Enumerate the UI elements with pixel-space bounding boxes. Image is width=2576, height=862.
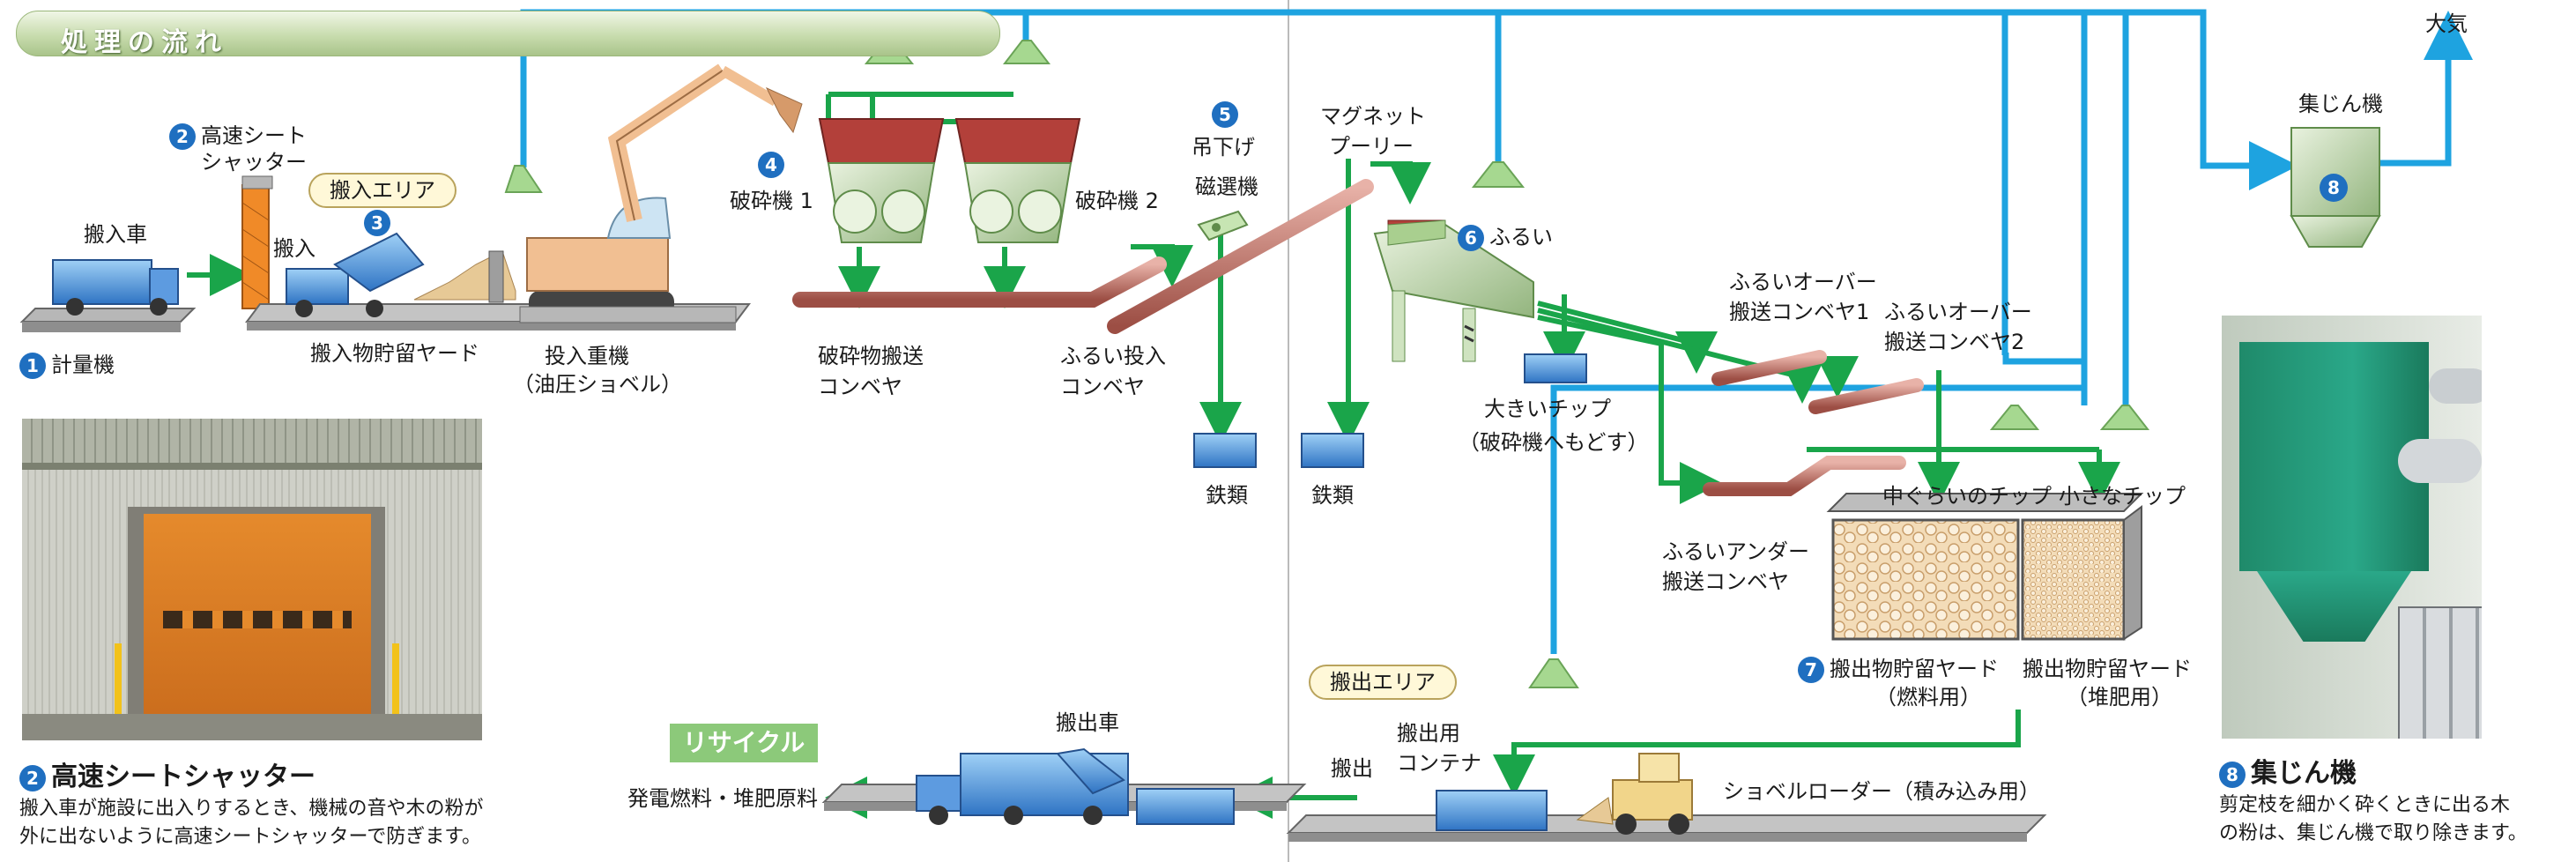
- photo-filter-inset: [2398, 606, 2482, 739]
- conveyors: [792, 179, 1924, 496]
- label-intake-num: 3: [364, 210, 396, 236]
- crusher-2: [954, 118, 1081, 243]
- label-big-chip: 大きいチップ: [1484, 397, 1611, 421]
- weighbridge: [19, 308, 197, 332]
- label-iron-2: 鉄類: [1311, 483, 1354, 508]
- hood-6: [2099, 405, 2150, 430]
- storage-yards: [1826, 493, 2144, 641]
- shutter: [241, 175, 273, 309]
- shutter-photo: [22, 419, 482, 740]
- label-crushed-conveyor: 破砕物搬送: [818, 344, 924, 368]
- label-magnet-pulley: マグネット: [1320, 104, 1426, 129]
- step-number: 1: [19, 353, 46, 379]
- hood-1: [504, 165, 543, 193]
- crusher-1: [818, 118, 945, 243]
- label-magnet: 吊下げ: [1191, 135, 1255, 160]
- label-over-conveyor-1: ふるいオーバー: [1729, 270, 1877, 294]
- bin-big-chip: [1524, 353, 1587, 383]
- dump-truck: [286, 232, 425, 317]
- hood-7: [1528, 658, 1579, 688]
- label-over-conveyor-2: ふるいオーバー: [1884, 300, 2032, 324]
- label-magnet-2: 磁選機: [1195, 175, 1258, 199]
- magnet-separator: [1197, 210, 1249, 242]
- bins: [1193, 353, 1587, 468]
- label-screen-conveyor-2: コンベヤ: [1060, 375, 1145, 399]
- label-truck-out: 搬出車: [1056, 710, 1119, 735]
- label-out-yard-fuel-2: （燃料用）: [1875, 685, 1981, 710]
- dust-collector: 8: [2290, 127, 2381, 248]
- label-crushed-conveyor-2: コンベヤ: [818, 375, 902, 399]
- label-intake-yard: 搬入物貯留ヤード: [310, 341, 479, 366]
- label-excavator: 投入重機: [545, 344, 629, 368]
- crusher-floor: [519, 306, 737, 323]
- dust-hoods: [504, 40, 2150, 688]
- label-container-2: コンテナ: [1397, 751, 1481, 776]
- hood-3: [1002, 40, 1051, 64]
- dust-collector-photo: [2222, 316, 2482, 739]
- label-products: 発電燃料・堆肥原料: [627, 786, 818, 811]
- intake-area-label: 搬入エリア: [308, 173, 457, 208]
- label-over-conveyor-2b: 搬送コンベヤ2: [1884, 330, 2025, 354]
- label-big-chip-2: （破砕機へもどす）: [1459, 430, 1649, 455]
- bin-iron-1: [1193, 433, 1257, 468]
- label-out-yard-compost: 搬出物貯留ヤード: [2023, 657, 2192, 681]
- yard-fuel: [1831, 518, 2020, 641]
- truck-out: [916, 747, 1235, 825]
- label-dust-collector: 集じん機: [2298, 92, 2383, 116]
- header-bar: 処理の流れ: [16, 11, 1000, 58]
- outbound-container: [1436, 790, 1548, 831]
- photo-roof: [22, 419, 482, 463]
- label-loader: ショベルローダー（積み込み用）: [1723, 779, 2040, 804]
- label-truck-in: 搬入車: [84, 222, 147, 247]
- hood-5: [1989, 405, 2040, 430]
- photo-collector-body: [2239, 342, 2429, 571]
- label-crusher-2: 破砕機 2: [1075, 189, 1159, 213]
- yard-compost: [2021, 518, 2126, 641]
- air-ducts: [520, 9, 2473, 654]
- truck-in: [52, 259, 179, 316]
- label-carry-out: 搬出: [1331, 756, 1373, 781]
- label-mid-chip: 中ぐらいのチップ: [1882, 484, 2052, 509]
- hood-4: [1471, 161, 1526, 188]
- label-shutter-2: シャッター: [201, 150, 307, 175]
- label-under-conveyor-2: 搬送コンベヤ: [1662, 569, 1789, 594]
- page-title: 処理の流れ: [61, 27, 228, 58]
- outbound-area-label: 搬出エリア: [1309, 665, 1457, 700]
- shovel-loader: [1576, 753, 1693, 835]
- label-magnet-pulley-2: プーリー: [1329, 134, 1414, 159]
- label-atmosphere: 大気: [2425, 11, 2468, 36]
- label-small-chip: 小さなチップ: [2059, 484, 2186, 509]
- label-over-conveyor-1b: 搬送コンベヤ1: [1729, 300, 1870, 324]
- label-magnet-num: 5: [1212, 101, 1243, 128]
- label-under-conveyor: ふるいアンダー: [1662, 539, 1810, 564]
- label-crusher-1-num: 4: [758, 152, 790, 178]
- label-out-yard-compost-2: （堆肥用）: [2067, 685, 2172, 710]
- bin-iron-2: [1301, 433, 1364, 468]
- recycle-badge: リサイクル: [670, 724, 818, 762]
- label-iron-1: 鉄類: [1206, 483, 1248, 508]
- svg-text:8: 8: [2327, 177, 2340, 198]
- caption-shutter-body: 搬入車が施設に出入りするとき、機械の音や木の粉が外に出ないように高速シートシャッ…: [19, 798, 484, 848]
- label-intake: 搬入: [273, 236, 316, 261]
- label-container: 搬出用: [1397, 721, 1460, 746]
- label-crusher-1: 破砕機 1: [730, 189, 813, 213]
- caption-dust-body: 剪定枝を細かく砕くときに出る木の粉は、集じん機で取り除きます。: [2219, 794, 2528, 844]
- label-excavator-2: （油圧ショベル）: [513, 372, 682, 397]
- screen-machine: [1373, 219, 1534, 362]
- label-screen-conveyor: ふるい投入: [1060, 344, 1166, 368]
